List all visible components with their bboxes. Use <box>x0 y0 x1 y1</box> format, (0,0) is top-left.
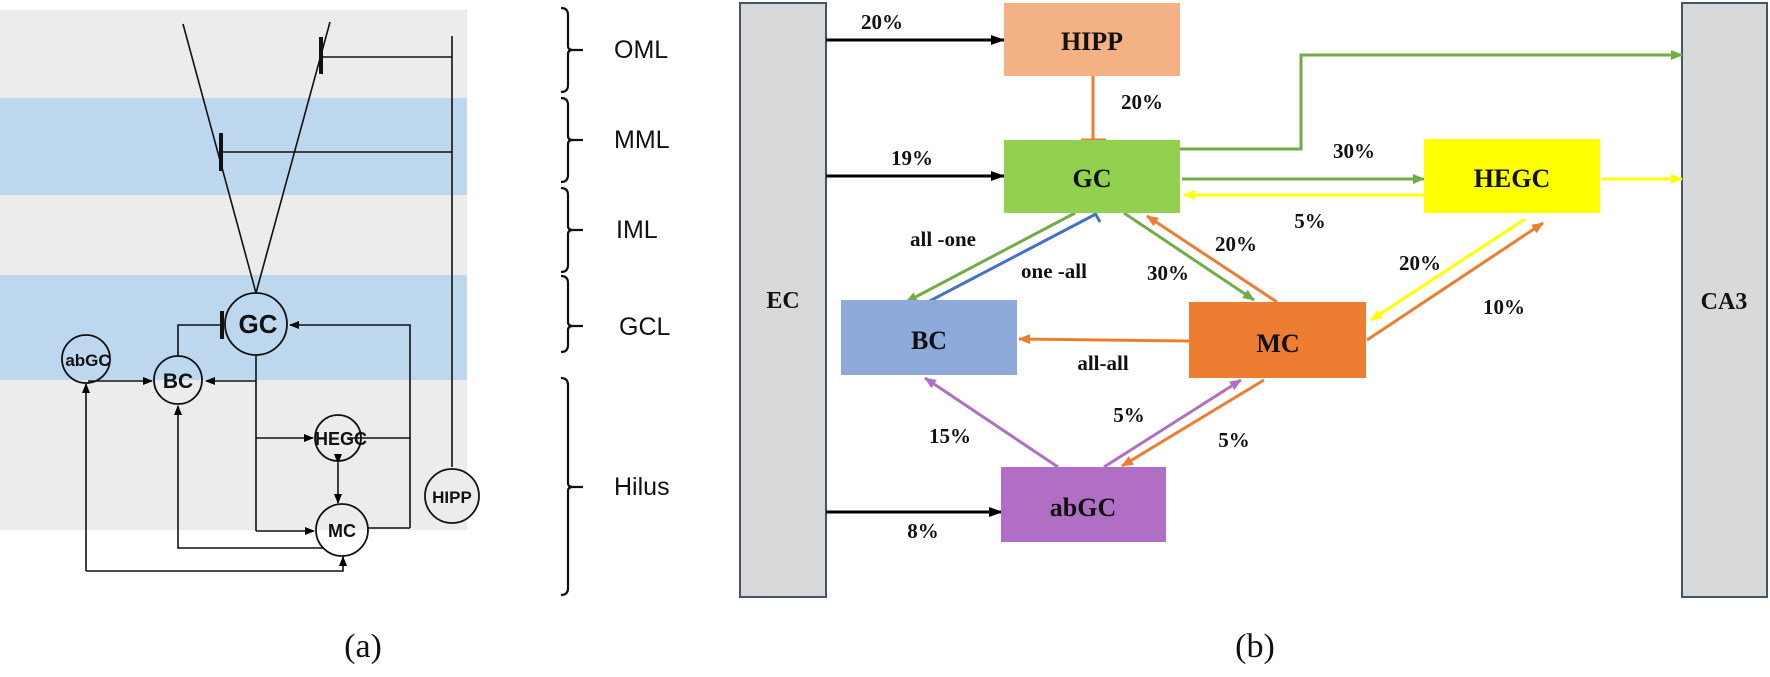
layer-label-hilus: Hilus <box>614 473 670 501</box>
label-bc-gc: one -all <box>1021 259 1087 283</box>
abgc-to-mc-edge <box>86 556 347 572</box>
layer-band-oml <box>0 10 467 98</box>
label-gc-bc: all -one <box>910 227 976 251</box>
edge-abgc-mc <box>1103 378 1242 469</box>
box-bc <box>841 300 1017 375</box>
layer-band-hilus <box>0 380 467 530</box>
label-abgc-bc: 15% <box>929 424 971 448</box>
dendrite-right <box>255 21 331 294</box>
layer-brackets <box>560 6 583 597</box>
label-gc-hegc: 30% <box>1333 139 1375 163</box>
label-mc-gc: 20% <box>1215 232 1257 256</box>
layer-label-oml: OML <box>614 36 668 64</box>
bracket-oml <box>560 6 583 94</box>
box-bc-label: BC <box>911 326 947 355</box>
node-bc-label: BC <box>163 370 193 393</box>
box-abgc <box>1001 467 1166 542</box>
layer-label-iml: IML <box>616 216 658 244</box>
box-hipp <box>1004 3 1180 76</box>
box-hegc-label: HEGC <box>1474 164 1551 193</box>
caption-b: (b) <box>1235 628 1275 665</box>
feedback-to-gc-edge <box>289 321 411 528</box>
node-mc-label: MC <box>328 521 356 541</box>
box-gc <box>1004 140 1180 213</box>
box-mc <box>1189 302 1366 378</box>
edge-bc-gc <box>923 212 1097 306</box>
edge-mc-abgc <box>1121 378 1265 468</box>
bracket-mml <box>560 96 583 184</box>
label-abgc-mc: 5% <box>1113 403 1145 427</box>
layer-label-mml: MML <box>614 126 670 154</box>
label-gc-mc: 30% <box>1147 261 1189 285</box>
label-mc-bc: all-all <box>1077 351 1128 375</box>
box-gc-label: GC <box>1073 164 1112 193</box>
label-ec-hipp: 20% <box>861 10 903 34</box>
mc-to-bc-edge <box>174 405 324 549</box>
edge-abgc-bc <box>924 376 1059 469</box>
panel-b: EC CA3 <box>739 2 1768 598</box>
edge-gc-bc <box>905 211 1076 304</box>
panel-a: GC BC abGC HEGC MC H <box>0 10 480 572</box>
box-ca3-label: CA3 <box>1701 289 1748 315</box>
box-ec <box>739 2 827 598</box>
caption-a: (a) <box>344 628 382 665</box>
box-ca3 <box>1681 2 1768 598</box>
label-ec-gc: 19% <box>891 146 933 170</box>
edge-gc-mc <box>1123 211 1255 302</box>
bracket-hilus <box>560 376 583 597</box>
node-gc-label: GC <box>239 309 278 339</box>
node-hegc-label: HEGC <box>315 429 367 449</box>
layer-band-iml <box>0 195 467 275</box>
label-hipp-gc: 20% <box>1121 90 1163 114</box>
node-hipp-label: HIPP <box>432 488 472 507</box>
box-hegc <box>1424 139 1600 213</box>
layer-label-gcl: GCL <box>619 313 671 341</box>
box-ec-label: EC <box>766 288 799 314</box>
label-hegc-gc: 5% <box>1294 209 1326 233</box>
layer-band-mml <box>0 98 467 195</box>
bracket-iml <box>560 186 583 274</box>
edge-gc-ca3 <box>1180 50 1683 151</box>
bracket-gcl <box>560 274 583 354</box>
layer-band-gcl <box>0 275 467 380</box>
label-ec-abgc: 8% <box>907 519 939 543</box>
edge-mc-hegc <box>1366 221 1544 342</box>
box-abgc-label: abGC <box>1050 493 1116 522</box>
edge-mc-gc <box>1146 214 1278 304</box>
bc-to-gc-edge <box>177 324 222 356</box>
box-hipp-label: HIPP <box>1061 27 1123 56</box>
node-bc <box>153 355 203 405</box>
edge-mc-bc <box>1018 334 1190 345</box>
node-abgc-label: abGC <box>65 351 110 370</box>
edge-hegc-mc <box>1370 217 1526 322</box>
label-mc-abgc: 5% <box>1218 428 1250 452</box>
label-hegc-mc: 20% <box>1399 251 1441 275</box>
node-hipp <box>424 468 480 524</box>
box-mc-label: MC <box>1256 329 1299 358</box>
label-mc-hegc: 10% <box>1483 295 1525 319</box>
